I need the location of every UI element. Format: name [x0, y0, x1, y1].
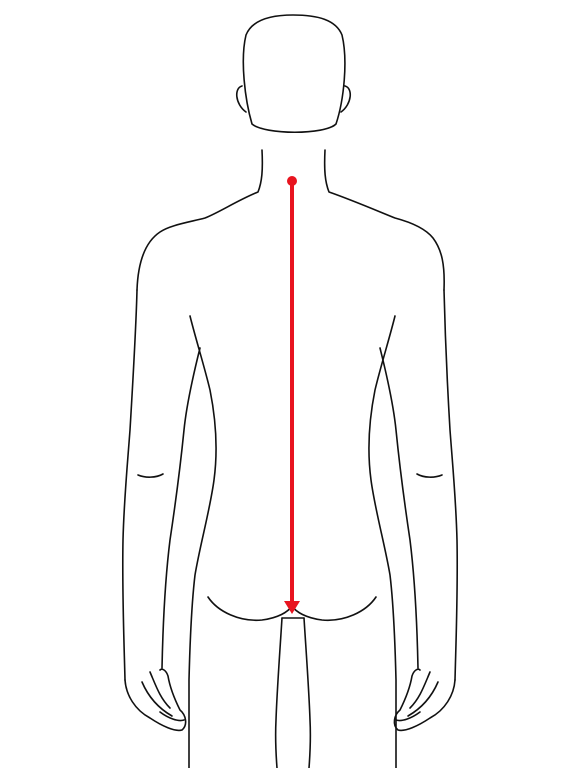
right-inner-leg	[303, 617, 312, 768]
head-outline	[242, 14, 346, 134]
left-ear-outline	[236, 85, 247, 113]
right-arm-inner	[379, 347, 419, 669]
left-arm-inner	[161, 347, 201, 669]
left-hand	[124, 668, 187, 732]
torso-left-side	[188, 315, 217, 768]
right-ear-outline	[340, 85, 351, 113]
right-hand	[393, 668, 456, 732]
neck-left-shoulder	[136, 149, 264, 291]
left-elbow-crease	[137, 473, 164, 478]
back-length-measurement	[284, 176, 300, 614]
torso-right-side	[368, 315, 397, 768]
neck-right-shoulder	[323, 149, 445, 291]
right-elbow-crease	[416, 473, 443, 478]
left-inner-leg	[274, 617, 283, 768]
left-arm-outer	[121, 289, 138, 681]
right-hand-fingers	[395, 671, 439, 722]
left-hand-fingers	[141, 671, 185, 722]
measurement-arrow-head	[284, 601, 300, 614]
right-arm-outer	[443, 289, 459, 681]
